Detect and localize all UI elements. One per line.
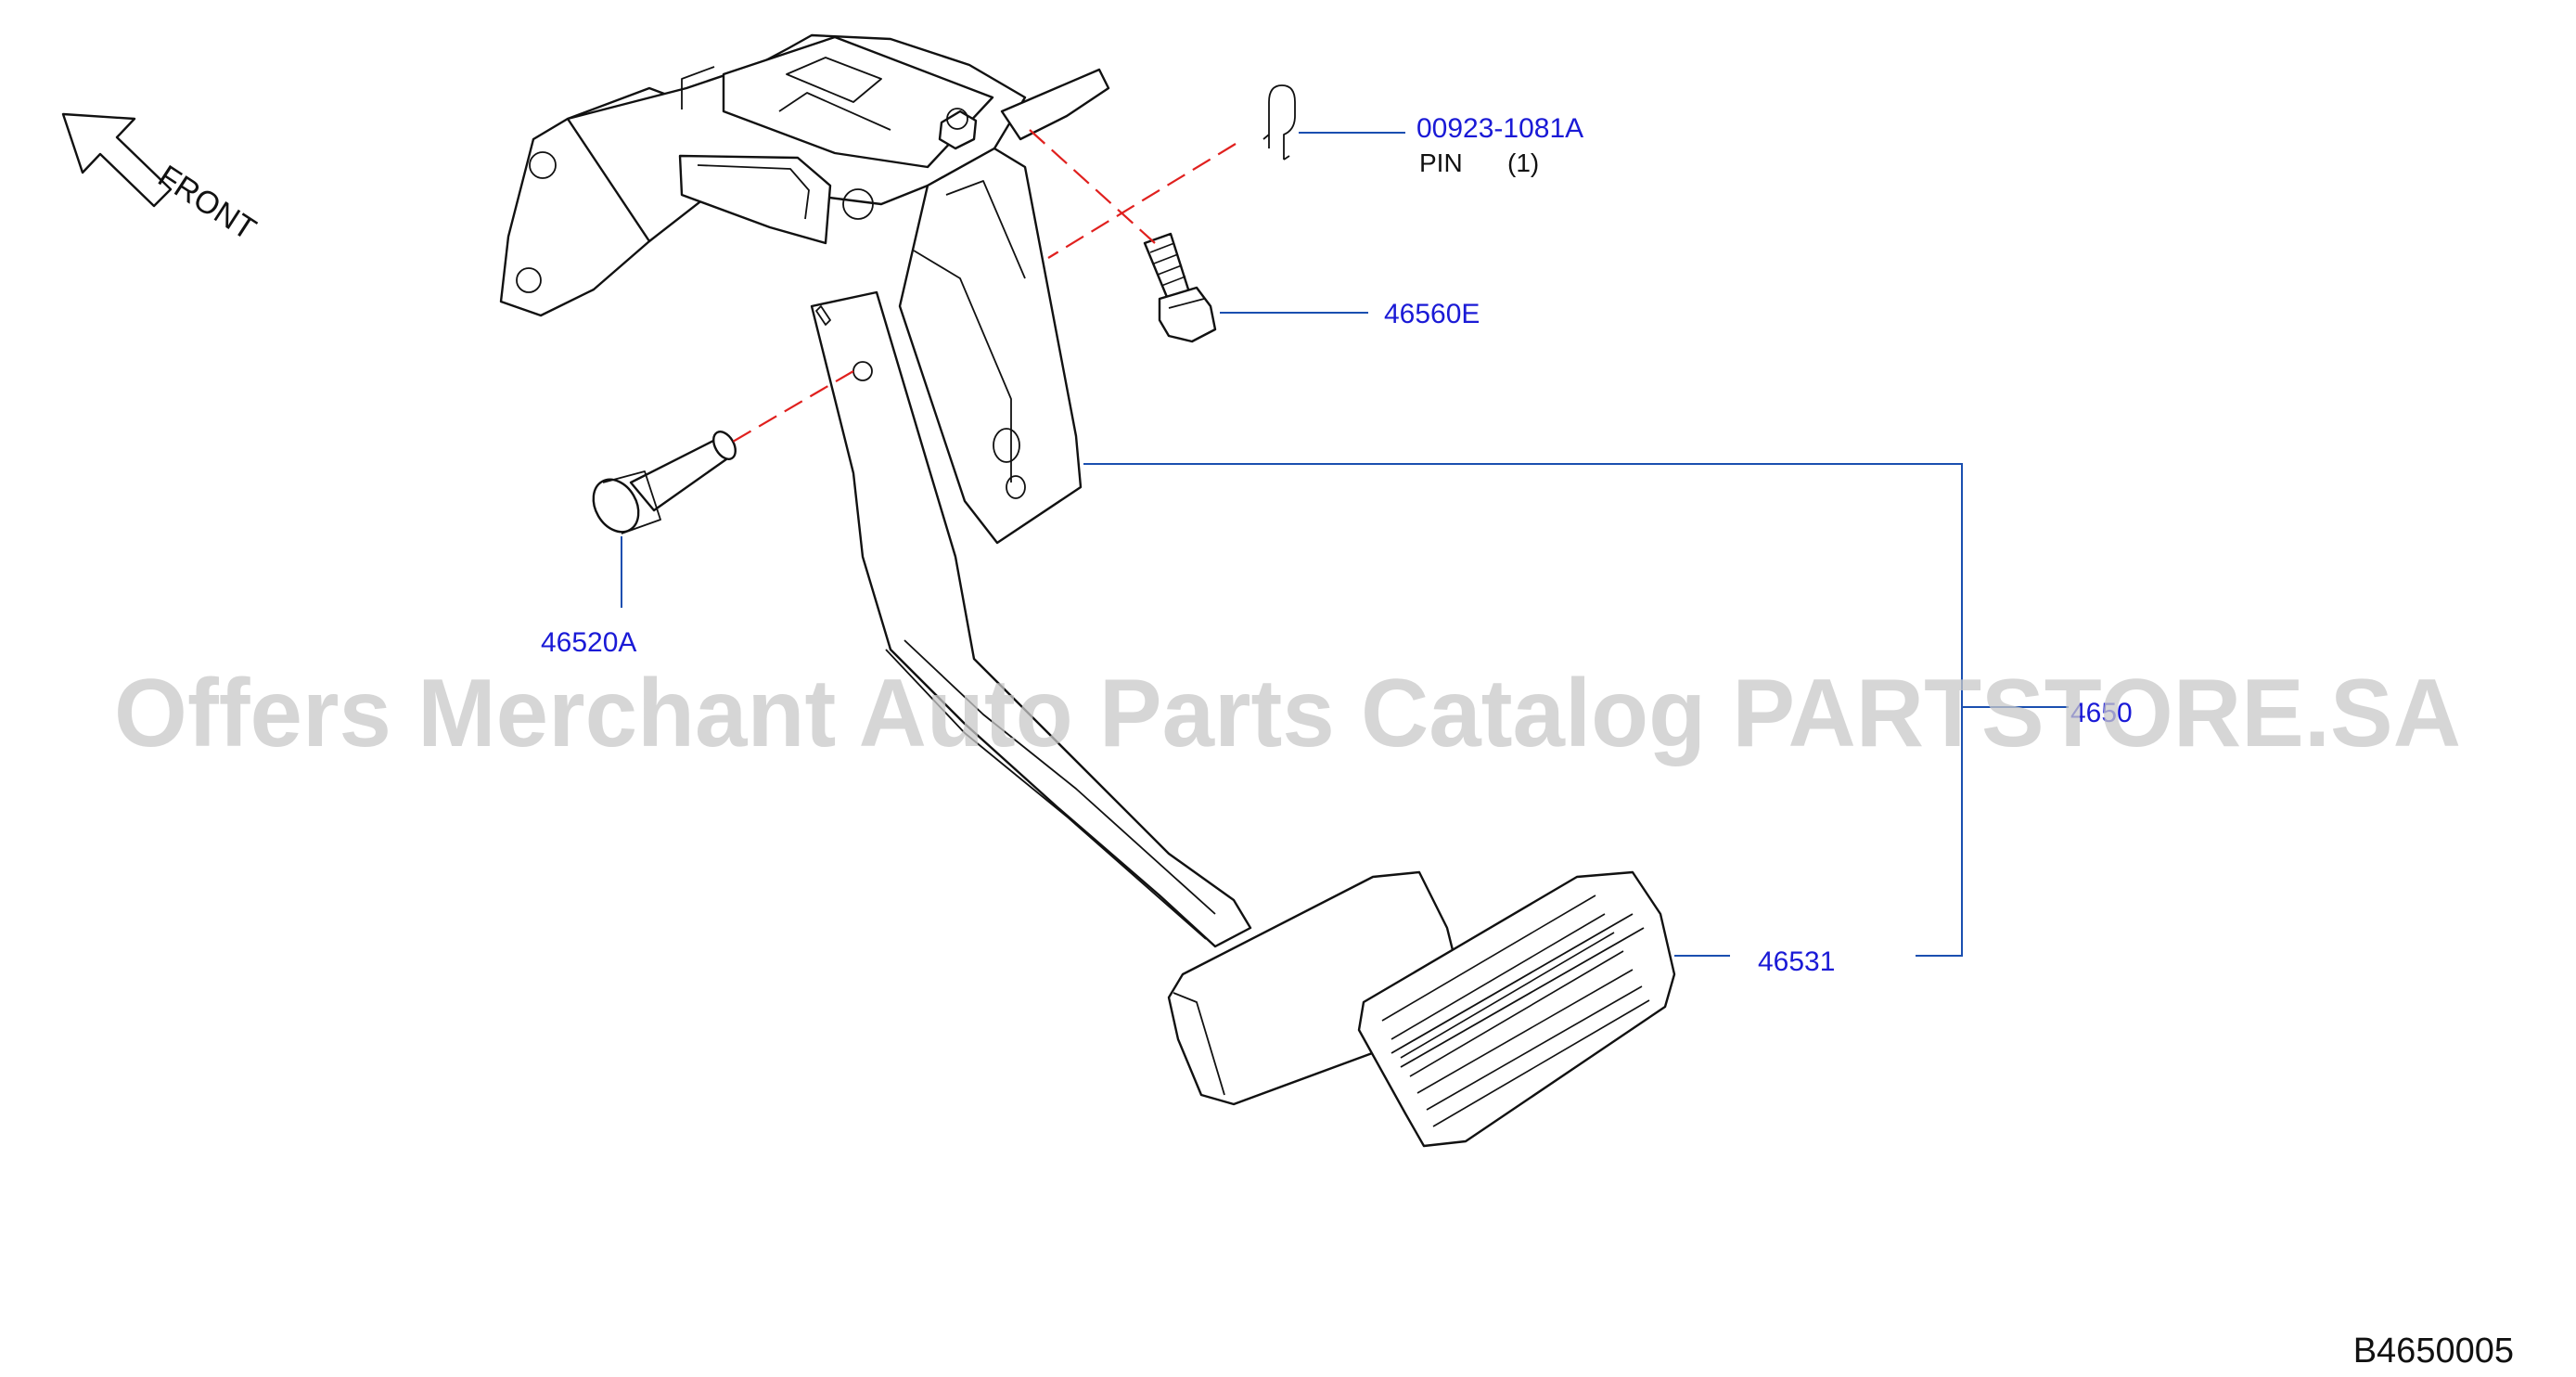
diagram-reference-code: B4650005	[2353, 1332, 2514, 1371]
part-number-bolt[interactable]: 46560E	[1384, 299, 1480, 329]
pin-centerline	[732, 370, 854, 443]
bolt-icon	[1143, 232, 1217, 343]
bolt-centerline	[1029, 129, 1156, 244]
watermark-text: Offers Merchant Auto Parts Catalog PARTS…	[114, 660, 2461, 767]
pedal-bracket-drawing	[499, 33, 1676, 1148]
part-number-clip[interactable]: 00923-1081A	[1416, 113, 1583, 144]
part-description-clip: PIN	[1419, 148, 1463, 177]
clip-icon	[1262, 84, 1296, 161]
pedal-pad-drawing	[1357, 870, 1676, 1148]
front-arrow-icon	[61, 112, 173, 208]
assembly-leader	[1083, 463, 1963, 957]
front-label: FRONT	[152, 159, 263, 248]
clip-centerline	[1047, 143, 1237, 259]
part-number-assembly[interactable]: 4650	[2070, 698, 2133, 728]
pivot-pin-icon	[592, 431, 737, 534]
part-quantity-clip: (1)	[1507, 148, 1539, 177]
part-number-pad[interactable]: 46531	[1758, 946, 1835, 977]
part-number-pin[interactable]: 46520A	[541, 627, 636, 658]
